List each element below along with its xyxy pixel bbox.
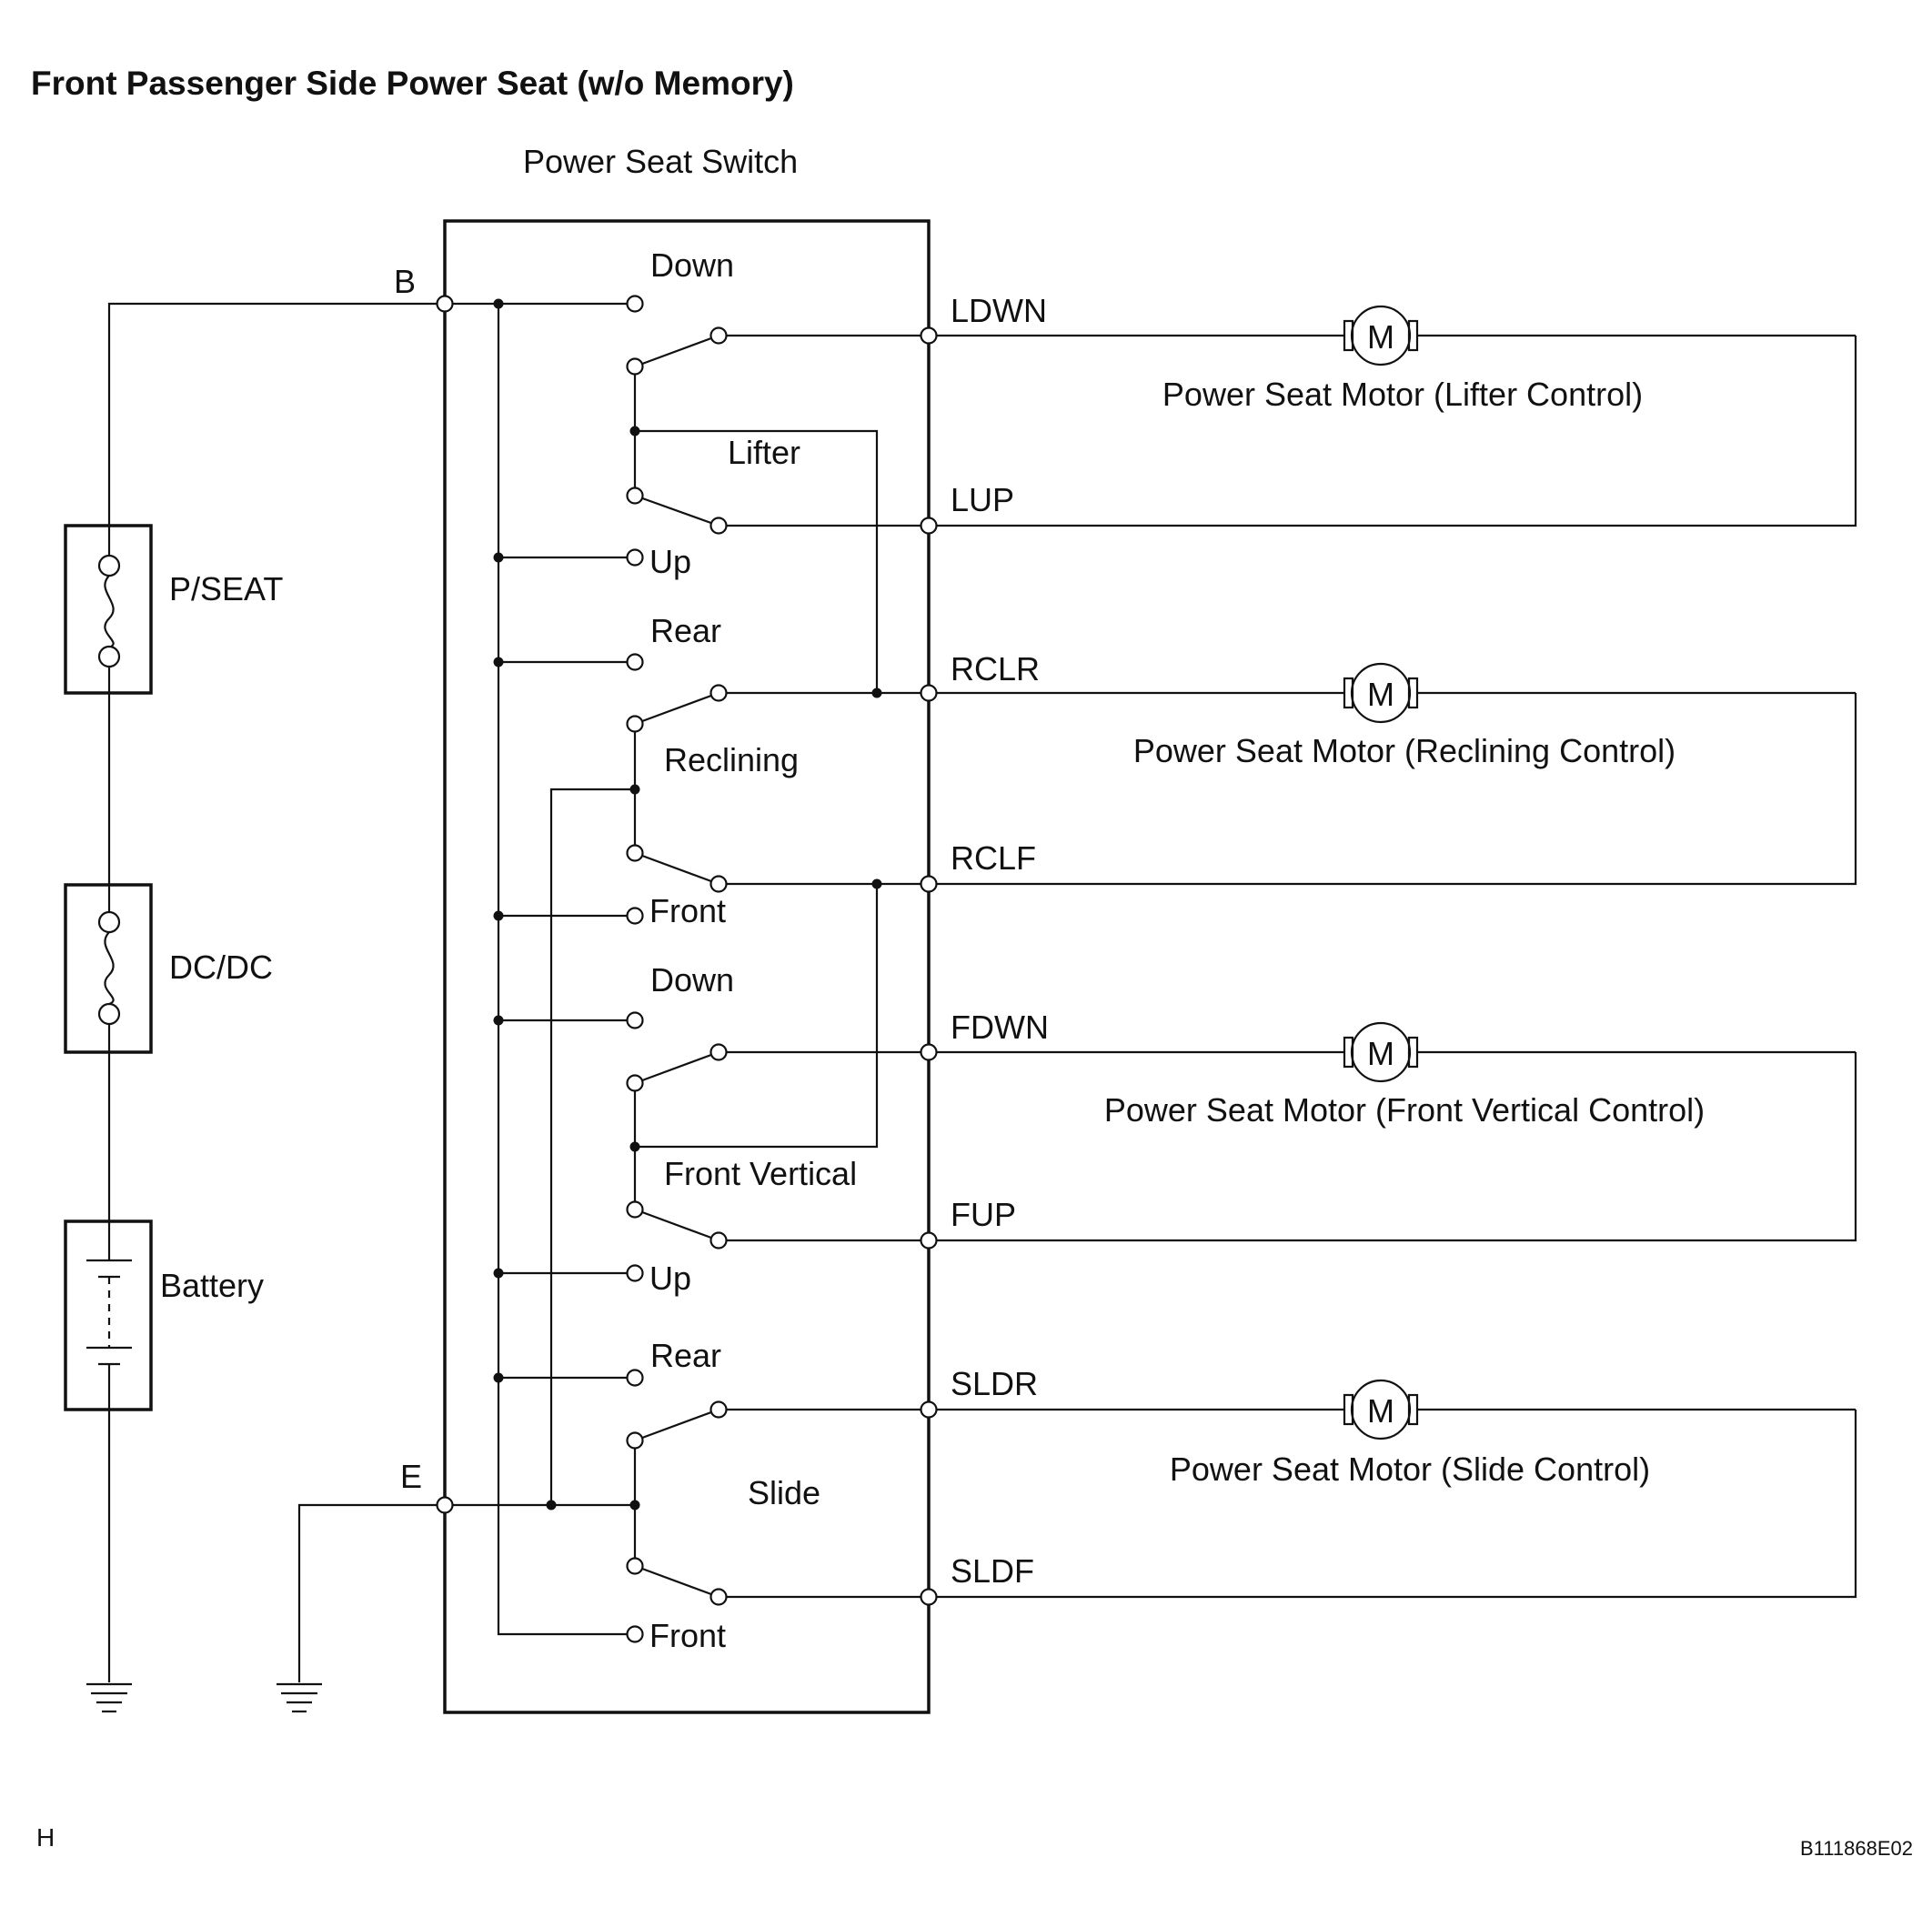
fuse-dcdc-label: DC/DC — [169, 948, 273, 986]
motor-lifter-label: Power Seat Motor (Lifter Control) — [1162, 376, 1643, 413]
motor-icon — [1350, 305, 1412, 366]
frontvert-switch-label: Front Vertical — [664, 1155, 857, 1192]
motor-lifter: M LDWN LUP Power Seat Motor (Lifter Cont… — [920, 292, 1857, 535]
fuse-dcdc-icon — [104, 931, 115, 1006]
motor-slide-label: Power Seat Motor (Slide Control) — [1170, 1450, 1650, 1488]
slide-switch-label: Slide — [748, 1474, 820, 1511]
reclining-front-label: Front — [649, 892, 726, 929]
switch-label: Power Seat Switch — [523, 143, 798, 180]
terminal-rclf-label: RCLF — [951, 839, 1036, 877]
ground-icon — [86, 1682, 132, 1713]
supply-circuit: P/SEAT DC/DC Battery — [64, 302, 445, 1713]
terminal-fup-label: FUP — [951, 1196, 1016, 1233]
motor-front-vertical: M FDWN FUP Power Seat Motor (Front Verti… — [920, 1009, 1857, 1250]
terminal-b — [436, 295, 454, 313]
terminal-rclr-label: RCLR — [951, 650, 1040, 688]
terminal-b-label: B — [394, 263, 416, 300]
motor-icon — [1350, 662, 1412, 724]
diagram-title: Front Passenger Side Power Seat (w/o Mem… — [31, 65, 794, 102]
terminal-e-label: E — [400, 1458, 422, 1495]
lifter-up-label: Up — [649, 543, 691, 580]
terminal-e — [436, 1496, 454, 1514]
reclining-rear-label: Rear — [650, 612, 721, 649]
slide-front-label: Front — [649, 1617, 726, 1654]
ground-icon — [277, 1682, 322, 1713]
motor-front-vertical-label: Power Seat Motor (Front Vertical Control… — [1104, 1091, 1705, 1129]
motor-symbol: M — [1367, 1035, 1394, 1072]
frontvert-down-label: Down — [650, 961, 734, 999]
terminal-fdwn-label: FDWN — [951, 1009, 1049, 1046]
figure-code: B111868E02 — [1800, 1837, 1913, 1860]
motor-symbol: M — [1367, 676, 1394, 713]
motor-reclining: M RCLR RCLF Power Seat Motor (Reclining … — [920, 650, 1857, 893]
motor-symbol: M — [1367, 318, 1394, 356]
reclining-switch-label: Reclining — [664, 741, 799, 778]
terminal-ldwn-label: LDWN — [951, 292, 1047, 329]
lifter-switch-label: Lifter — [728, 434, 800, 471]
terminal-lup-label: LUP — [951, 481, 1014, 518]
frontvert-up-label: Up — [649, 1260, 691, 1297]
fuse-pseat-label: P/SEAT — [169, 570, 283, 607]
slide-rear-label: Rear — [650, 1337, 721, 1374]
terminal-sldr-label: SLDR — [951, 1365, 1038, 1402]
motor-icon — [1350, 1379, 1412, 1440]
fuse-pseat-icon — [104, 575, 115, 649]
motor-slide: M SLDR SLDF Power Seat Motor (Slide Cont… — [920, 1365, 1857, 1606]
switch-box — [443, 219, 931, 1714]
switch-contacts — [436, 295, 728, 1643]
motor-symbol: M — [1367, 1392, 1394, 1430]
wire-e-ground — [297, 1503, 445, 1682]
wire-b-supply — [107, 302, 445, 526]
terminal-sldf-label: SLDF — [951, 1552, 1034, 1590]
motor-icon — [1350, 1021, 1412, 1083]
footer-left-label: H — [36, 1823, 55, 1852]
motor-reclining-label: Power Seat Motor (Reclining Control) — [1133, 732, 1675, 769]
lifter-down-label: Down — [650, 246, 734, 284]
battery-label: Battery — [160, 1267, 264, 1304]
switch-internal-wiring — [445, 298, 929, 1636]
